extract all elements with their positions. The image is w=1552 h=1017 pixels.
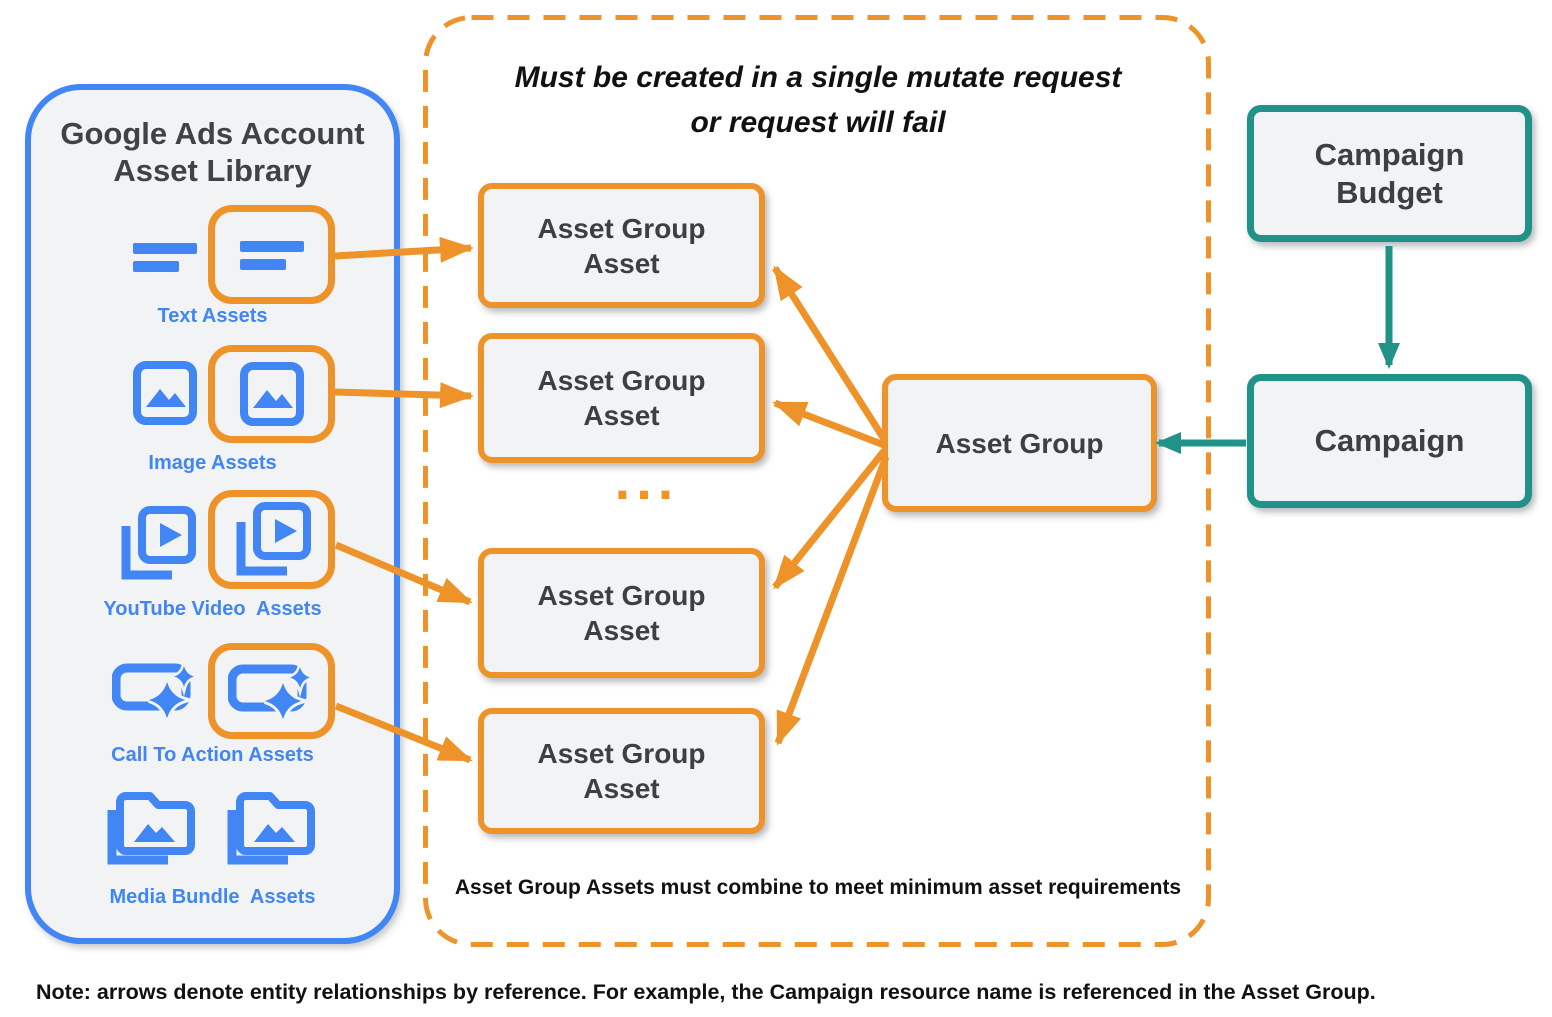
campaign-box: Campaign bbox=[1247, 374, 1532, 508]
asset-group-asset-box-3: Asset Group Asset bbox=[478, 548, 765, 678]
note-text: Note: arrows denote entity relationships… bbox=[36, 980, 1376, 1004]
asset-group-asset-box-2: Asset Group Asset bbox=[478, 333, 765, 463]
asset-group-box: Asset Group bbox=[882, 374, 1157, 512]
youtube-video-assets-label: YouTube Video Assets bbox=[103, 598, 322, 620]
media-bundle-asset-icon bbox=[227, 792, 315, 865]
youtube-video-asset-icon bbox=[236, 501, 311, 575]
image-assets-label: Image Assets bbox=[148, 452, 277, 474]
text-asset-icon bbox=[239, 240, 304, 270]
call-to-action-asset-icon bbox=[227, 659, 316, 723]
media-bundle-asset-icon bbox=[107, 792, 195, 865]
media-bundle-assets-label: Media Bundle Assets bbox=[109, 886, 316, 908]
image-asset-icon bbox=[133, 361, 197, 425]
arrow-asset-group-to-box2 bbox=[772, 399, 886, 449]
asset-group-asset-box-4: Asset Group Asset bbox=[478, 708, 765, 834]
call-to-action-asset-icon bbox=[112, 658, 200, 722]
arrow-asset-group-to-box4 bbox=[774, 455, 890, 746]
mutate-request-footnote: Asset Group Assets must combine to meet … bbox=[454, 876, 1182, 899]
text-asset-ring bbox=[208, 205, 335, 304]
image-asset-ring bbox=[208, 345, 335, 443]
arrow-asset-group-to-box1 bbox=[772, 265, 887, 441]
ellipsis: ... bbox=[614, 448, 680, 511]
call-to-action-assets-label: Call To Action Assets bbox=[111, 744, 314, 766]
call-to-action-asset-ring bbox=[208, 643, 335, 739]
asset-group-asset-box-1: Asset Group Asset bbox=[478, 183, 765, 308]
campaign-budget-box: Campaign Budget bbox=[1247, 105, 1532, 242]
youtube-video-asset-icon bbox=[121, 506, 196, 580]
asset-library-title: Google Ads Account Asset Library bbox=[60, 116, 365, 188]
mutate-request-title: Must be created in a single mutate reque… bbox=[514, 61, 1122, 139]
youtube-video-asset-ring bbox=[208, 490, 335, 589]
text-assets-label: Text Assets bbox=[157, 305, 268, 327]
image-asset-icon bbox=[239, 362, 304, 426]
text-asset-icon bbox=[133, 243, 197, 272]
arrow-asset-group-to-box3 bbox=[772, 448, 887, 590]
